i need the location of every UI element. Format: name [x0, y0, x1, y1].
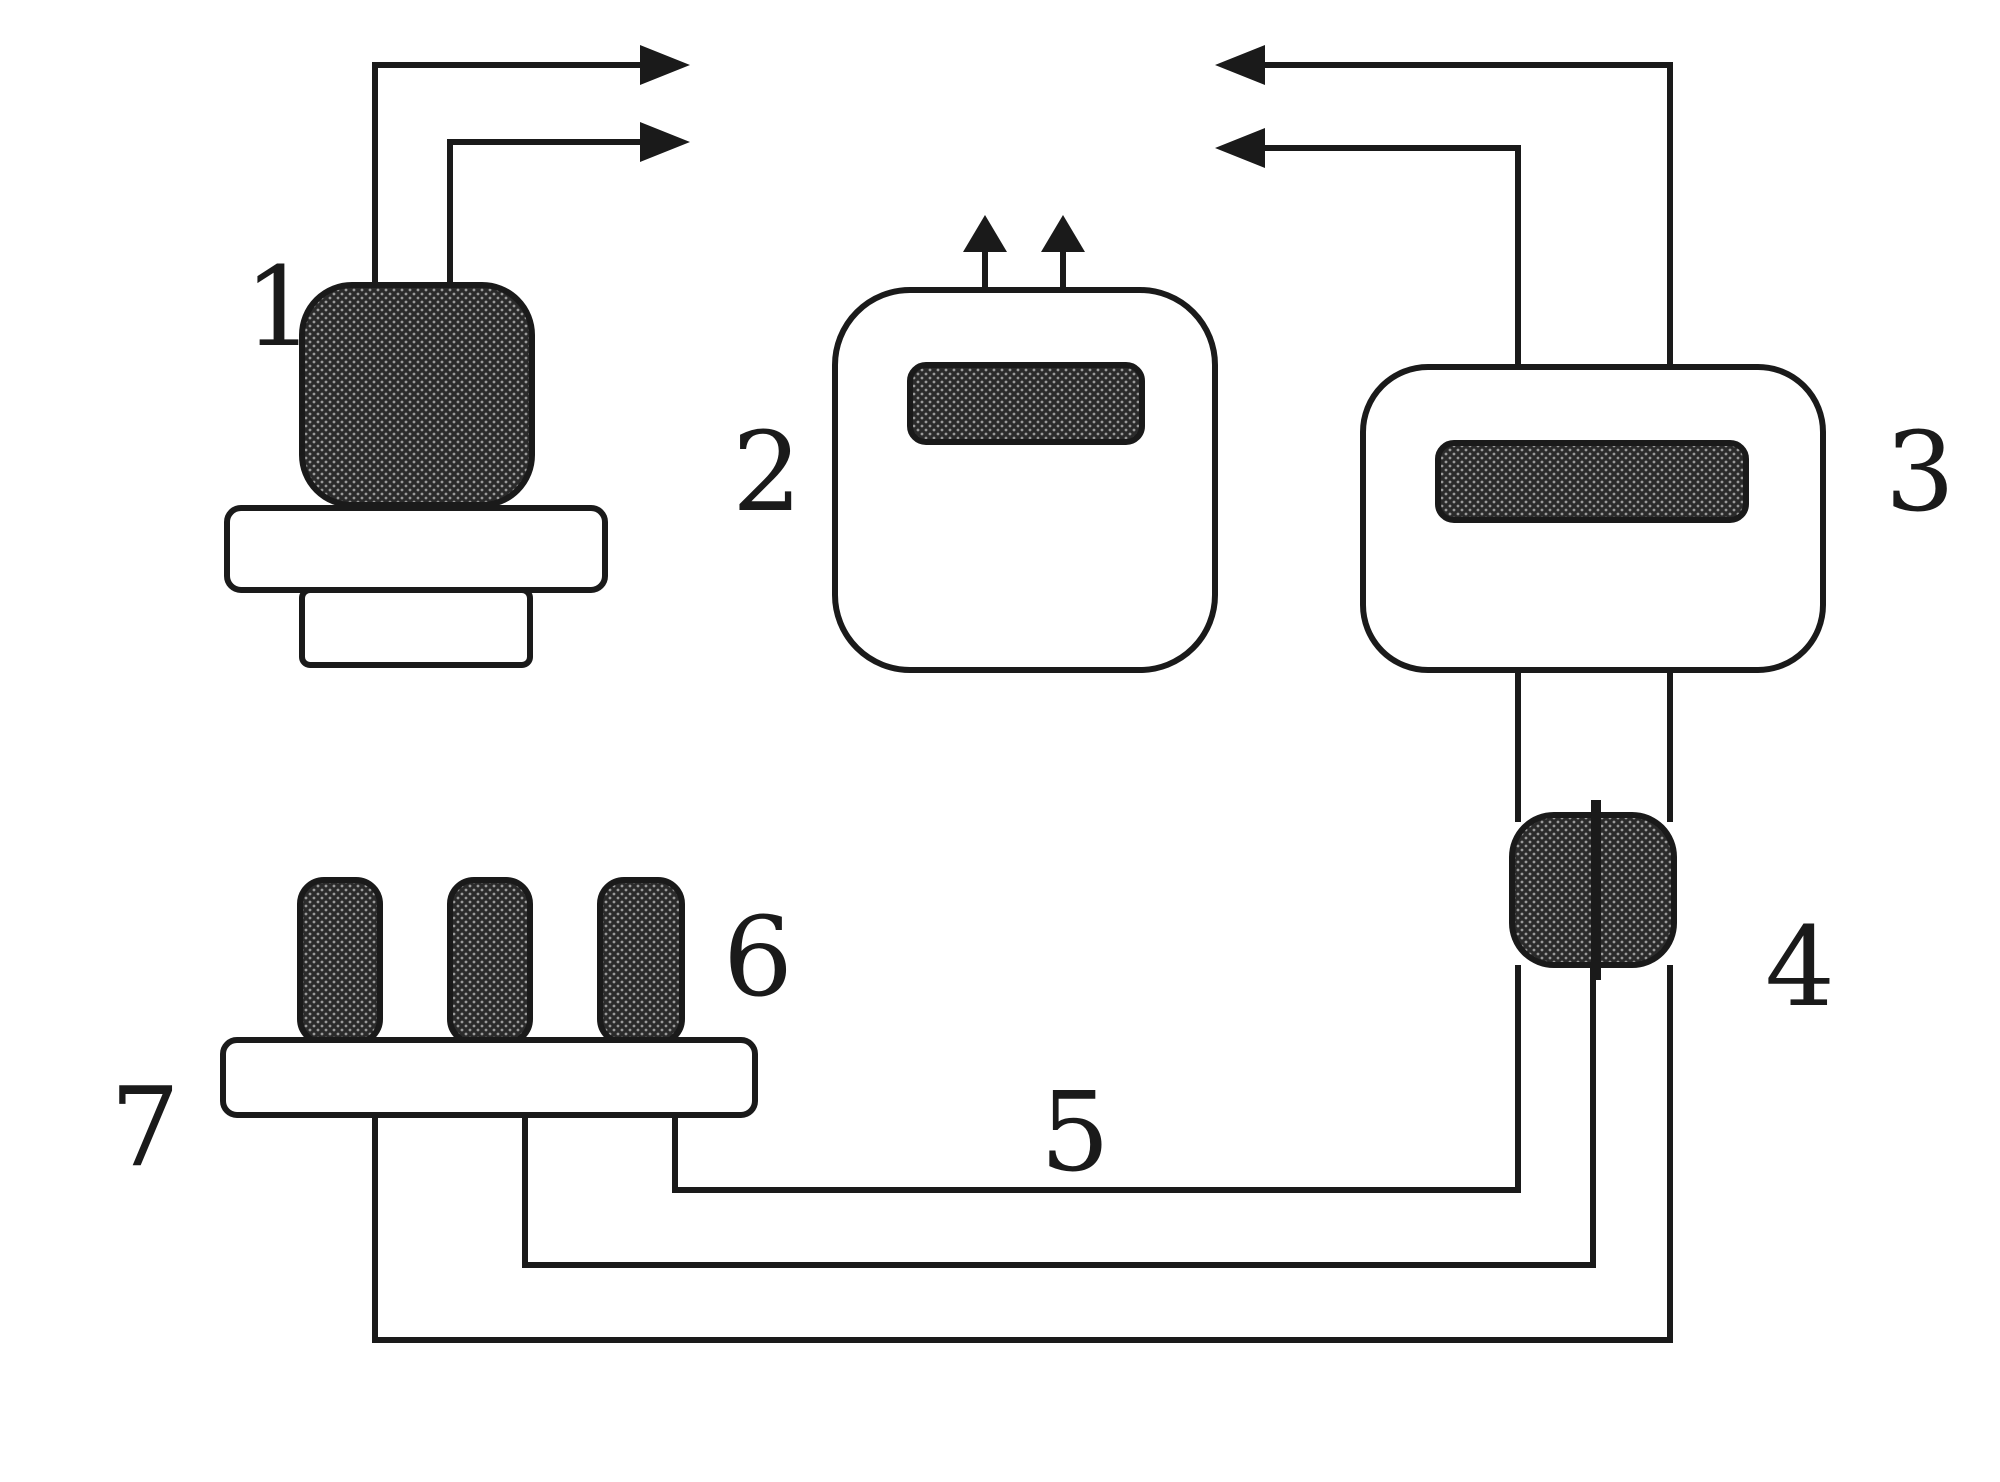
- label-3: 3: [1885, 408, 1955, 536]
- arrowhead-3-inner: [1215, 128, 1265, 168]
- wire-outer: [372, 965, 1673, 1343]
- cell-2: [447, 877, 533, 1046]
- component-7-plate: [220, 1037, 758, 1118]
- wire-1-outer: [372, 62, 660, 290]
- arrowhead-1-outer: [640, 45, 690, 85]
- component-1-base-plate: [224, 505, 608, 593]
- arrowhead-2-left: [963, 215, 1007, 252]
- label-6: 6: [723, 893, 793, 1021]
- component-2: 2: [732, 215, 1218, 673]
- component-6-7: 6 7: [110, 877, 793, 1191]
- component-1: 1: [224, 45, 690, 668]
- component-3-window: [1435, 440, 1749, 523]
- label-7: 7: [110, 1063, 180, 1191]
- wire-center: [522, 965, 1596, 1268]
- wire-3-inner: [1245, 145, 1521, 372]
- cell-1: [297, 877, 383, 1046]
- component-1-bulb: [299, 282, 535, 508]
- label-2: 2: [732, 408, 802, 536]
- cell-3: [597, 877, 685, 1046]
- wire-1-inner: [447, 139, 660, 290]
- arrowhead-3-outer: [1215, 45, 1265, 85]
- wire-5: [672, 965, 1521, 1193]
- component-1-base-foot: [299, 587, 533, 668]
- component-2-box: [832, 287, 1218, 673]
- label-5: 5: [1040, 1068, 1110, 1196]
- arrowhead-2-right: [1041, 215, 1085, 252]
- component-4: 4: [1509, 670, 1835, 1031]
- wire-3-outer: [1245, 62, 1673, 372]
- component-2-window: [907, 362, 1145, 445]
- component-3: 3: [1215, 45, 1955, 673]
- label-4: 4: [1765, 903, 1835, 1031]
- arrowhead-1-inner: [640, 122, 690, 162]
- label-1: 1: [244, 243, 314, 371]
- return-wires: 5: [372, 965, 1673, 1343]
